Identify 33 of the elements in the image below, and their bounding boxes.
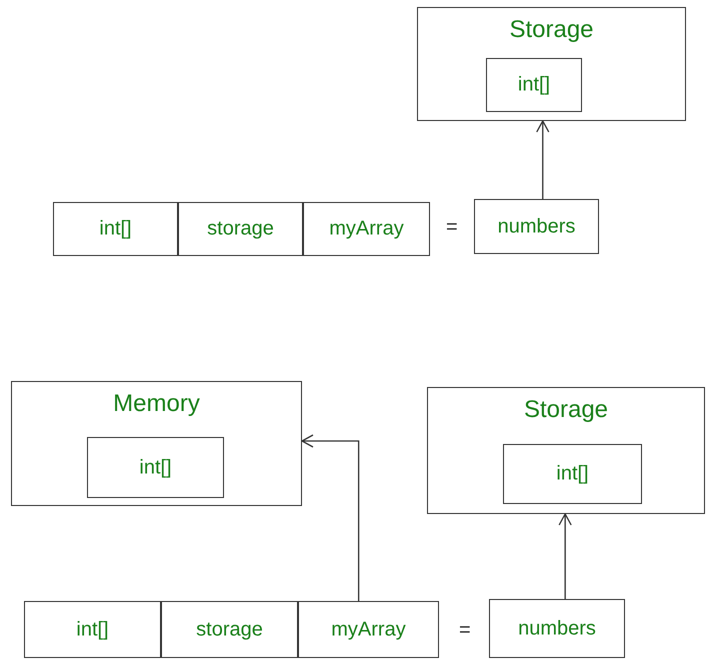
box-label: int[]	[99, 218, 132, 240]
box-label: storage	[207, 218, 274, 240]
box-label: myArray	[331, 618, 406, 641]
box-label: numbers	[498, 215, 576, 238]
arrow	[558, 513, 572, 599]
box-label: storage	[196, 618, 263, 641]
field-box	[474, 199, 599, 254]
arrow	[301, 434, 360, 601]
box-heading: Storage	[508, 16, 595, 44]
box-label: int[]	[556, 462, 589, 486]
field-box	[298, 601, 439, 658]
equals-sign: =	[446, 216, 458, 239]
equals-sign: =	[459, 619, 471, 642]
field-box	[489, 599, 625, 658]
box-label: int[]	[518, 74, 550, 96]
arrow	[536, 120, 550, 199]
box-heading: Storage	[522, 396, 610, 424]
field-box	[53, 202, 178, 256]
field-box	[486, 58, 582, 112]
field-box	[87, 437, 224, 498]
container-box	[11, 381, 302, 506]
field-box	[24, 601, 161, 658]
container-box	[417, 7, 686, 121]
box-label: numbers	[518, 617, 596, 640]
field-box	[503, 444, 642, 504]
box-label: int[]	[76, 618, 109, 641]
container-box	[427, 387, 705, 514]
field-box	[178, 202, 303, 256]
box-label: int[]	[139, 456, 172, 479]
field-box	[303, 202, 430, 256]
field-box	[161, 601, 298, 658]
box-label: myArray	[329, 218, 404, 240]
box-heading: Memory	[112, 390, 201, 418]
